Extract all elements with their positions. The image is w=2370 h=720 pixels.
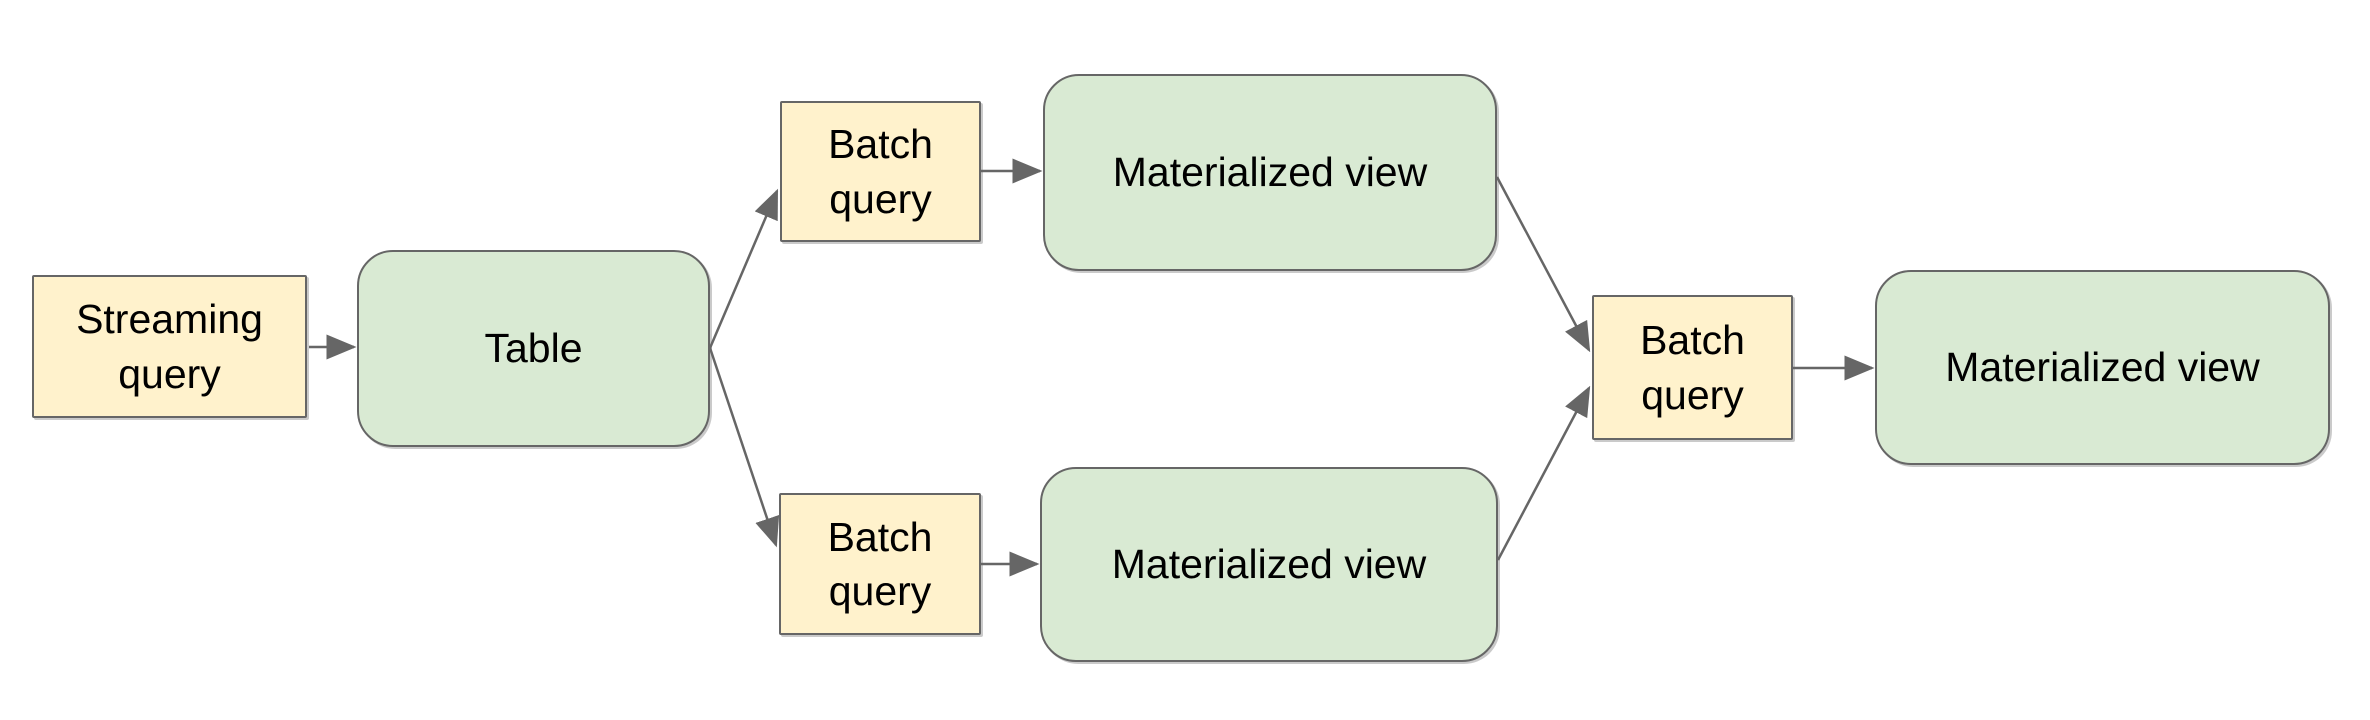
node-label: Materialized view (1945, 344, 2260, 391)
node-batch-query-top: Batch query (780, 101, 981, 242)
node-batch-query-right: Batch query (1592, 295, 1793, 440)
edge-mv-bottom-to-batch-query-right (1496, 385, 1591, 561)
node-label: Streaming query (76, 296, 263, 397)
edge-table-to-batch-query-bottom (708, 347, 780, 548)
node-label: Materialized view (1111, 541, 1427, 588)
node-label: Batch query (827, 513, 933, 614)
node-label: Batch query (1640, 317, 1745, 418)
node-streaming-query: Streaming query (32, 275, 307, 418)
node-label: Batch query (828, 121, 933, 222)
node-materialized-view-bottom: Materialized view (1040, 467, 1498, 662)
edge-table-to-batch-query-top (708, 188, 779, 349)
node-batch-query-bottom: Batch query (779, 493, 981, 635)
node-materialized-view-top: Materialized view (1043, 74, 1497, 271)
node-label: Table (484, 325, 583, 372)
node-materialized-view-final: Materialized view (1875, 270, 2330, 465)
node-table: Table (357, 250, 710, 447)
node-label: Materialized view (1112, 149, 1428, 196)
edge-mv-top-to-batch-query-right (1495, 176, 1591, 353)
